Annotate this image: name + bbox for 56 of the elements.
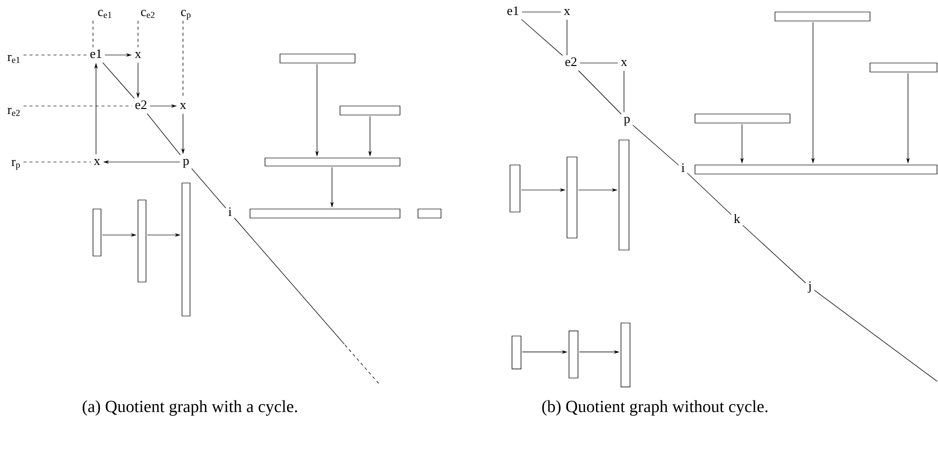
bar-box bbox=[92, 208, 102, 256]
node-label: x bbox=[620, 60, 628, 66]
connector-line bbox=[814, 290, 938, 382]
connector-line bbox=[687, 172, 732, 215]
node-label: i bbox=[681, 163, 685, 172]
bar-box bbox=[566, 156, 578, 238]
node-label: k bbox=[734, 214, 740, 223]
node-label: i bbox=[228, 207, 232, 216]
connector-line bbox=[234, 218, 345, 345]
bar-box bbox=[618, 140, 630, 250]
node-label: x bbox=[180, 103, 186, 109]
bar-box bbox=[568, 330, 578, 378]
bar-box bbox=[340, 106, 400, 116]
node-label: p bbox=[182, 158, 189, 168]
bar-box bbox=[418, 208, 442, 218]
bar-box bbox=[774, 12, 870, 22]
connector-line bbox=[146, 113, 181, 156]
bar-box bbox=[620, 322, 630, 388]
connector-line bbox=[578, 70, 622, 114]
node-label: e1 bbox=[507, 6, 518, 16]
connector-line bbox=[102, 62, 135, 99]
node-label: x bbox=[564, 9, 570, 15]
bar-box bbox=[510, 164, 520, 212]
caption-text: (b) Quotient graph without cycle. bbox=[542, 400, 768, 416]
bar-box bbox=[182, 182, 190, 316]
node-label: p bbox=[624, 116, 630, 126]
node-label: c$_{e2}$ bbox=[141, 10, 154, 18]
dashed-line bbox=[23, 54, 88, 56]
node-label: r$_{e2}$ bbox=[8, 108, 20, 116]
connector-line bbox=[742, 225, 806, 284]
bar-box bbox=[280, 54, 356, 64]
bar-box bbox=[250, 208, 400, 218]
bar-box bbox=[870, 62, 938, 72]
node-label: r$_{p}$ bbox=[12, 160, 20, 170]
node-label: e1 bbox=[90, 49, 102, 58]
dashed-line bbox=[182, 20, 184, 98]
connector-line bbox=[521, 19, 563, 56]
node-label: j bbox=[808, 281, 811, 293]
node-label: r$_{e1}$ bbox=[8, 54, 20, 63]
bar-box bbox=[264, 158, 400, 166]
node-label: c$_{e1}$ bbox=[98, 10, 112, 18]
dashed-line bbox=[92, 20, 94, 48]
node-label: e2 bbox=[135, 100, 146, 110]
connector-line bbox=[566, 20, 568, 56]
node-label: e2 bbox=[565, 57, 576, 66]
connector-line bbox=[580, 62, 618, 64]
connector-line bbox=[632, 124, 679, 166]
node-label: x bbox=[134, 52, 142, 58]
node-label: x bbox=[94, 159, 100, 165]
connector-line bbox=[191, 168, 226, 208]
bar-box bbox=[512, 336, 522, 370]
node-label: c$_{p}$ bbox=[181, 10, 191, 20]
caption-text: (a) Quotient graph with a cycle. bbox=[82, 400, 298, 416]
bar-box bbox=[138, 200, 146, 282]
bar-box bbox=[694, 164, 938, 174]
bar-box bbox=[694, 114, 790, 124]
